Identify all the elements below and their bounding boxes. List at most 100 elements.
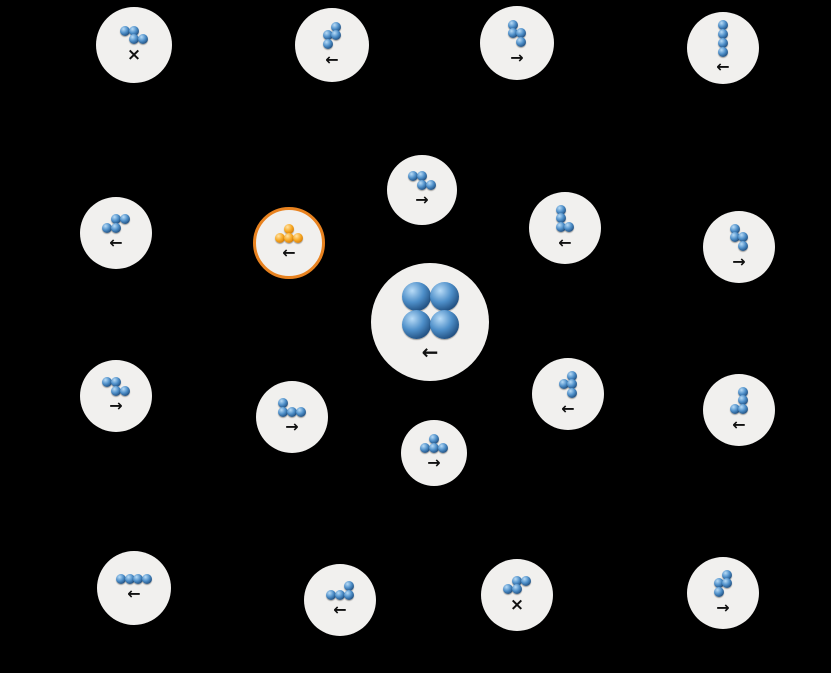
puzzle-node-n16-i[interactable]: ← xyxy=(97,551,171,625)
sphere xyxy=(283,224,294,235)
sphere xyxy=(110,377,121,388)
sphere xyxy=(120,25,131,36)
puzzle-node-n17-l[interactable]: ← xyxy=(304,564,376,636)
piece-shape xyxy=(420,434,448,453)
sphere xyxy=(713,578,724,589)
puzzle-node-n03-z-vertical[interactable]: → xyxy=(480,6,554,80)
sphere xyxy=(420,442,431,453)
piece-shape xyxy=(507,19,527,48)
arrow-right-icon: → xyxy=(427,453,441,473)
puzzle-node-n12-j[interactable]: → xyxy=(256,381,328,453)
sphere xyxy=(738,395,749,406)
sphere xyxy=(429,282,459,311)
sphere xyxy=(275,232,286,243)
sphere xyxy=(738,241,749,252)
puzzle-node-n11-s[interactable]: → xyxy=(80,360,152,432)
sphere xyxy=(401,310,431,339)
arrow-left-icon: ← xyxy=(282,243,296,263)
sphere xyxy=(558,379,569,390)
sphere xyxy=(503,584,514,595)
sphere xyxy=(128,25,139,36)
arrow-right-icon: → xyxy=(109,396,123,416)
puzzle-node-n05-s[interactable]: → xyxy=(387,155,457,225)
sphere xyxy=(738,386,749,397)
puzzle-node-n13-t-vertical[interactable]: ← xyxy=(532,358,604,430)
arrow-right-icon: → xyxy=(285,417,299,437)
sphere xyxy=(507,28,518,39)
puzzle-node-n18-z[interactable]: × xyxy=(481,559,553,631)
sphere xyxy=(110,214,121,225)
sphere xyxy=(555,213,566,224)
sphere xyxy=(278,406,289,417)
sphere xyxy=(416,179,427,190)
arrow-left-icon: ← xyxy=(732,414,746,434)
sphere xyxy=(555,204,566,215)
sphere xyxy=(425,179,436,190)
piece-shape xyxy=(102,377,130,396)
puzzle-node-n10-o[interactable]: ← xyxy=(371,263,489,381)
piece-shape xyxy=(275,224,303,243)
sphere xyxy=(343,589,354,600)
piece-shape xyxy=(558,370,578,399)
sphere xyxy=(401,282,431,311)
sphere xyxy=(278,398,289,409)
sphere xyxy=(567,379,578,390)
arrow-left-icon: ← xyxy=(109,233,123,253)
sphere xyxy=(292,232,303,243)
sphere xyxy=(722,578,733,589)
sphere xyxy=(729,404,740,415)
sphere xyxy=(110,385,121,396)
sphere xyxy=(429,310,459,339)
sphere xyxy=(119,214,130,225)
sphere xyxy=(102,377,113,388)
sphere xyxy=(718,20,728,31)
sphere xyxy=(322,30,333,41)
piece-shape xyxy=(729,223,749,252)
sphere xyxy=(128,34,139,45)
sphere xyxy=(555,222,566,233)
arrow-left-icon: ← xyxy=(325,49,339,69)
sphere xyxy=(334,589,345,600)
sphere xyxy=(718,29,728,40)
arrow-left-icon: ← xyxy=(716,57,730,77)
arrow-left-icon: ← xyxy=(333,600,347,620)
piece-shape xyxy=(102,214,130,233)
piece-shape xyxy=(718,20,728,57)
piece-shape xyxy=(713,569,733,598)
sphere xyxy=(718,37,728,48)
puzzle-node-n15-t[interactable]: → xyxy=(401,420,467,486)
sphere xyxy=(133,573,144,584)
piece-shape xyxy=(401,282,459,339)
sphere xyxy=(416,171,427,182)
puzzle-node-n19-s-vertical[interactable]: → xyxy=(687,557,759,629)
puzzle-node-n08-l-vertical[interactable]: ← xyxy=(529,192,601,264)
puzzle-node-n14-j-vertical[interactable]: ← xyxy=(703,374,775,446)
puzzle-node-n01-s[interactable]: × xyxy=(96,7,172,83)
sphere xyxy=(738,404,749,415)
sphere xyxy=(567,370,578,381)
arrow-left-icon: ← xyxy=(561,398,575,418)
puzzle-node-n02-s-vertical[interactable]: ← xyxy=(295,8,369,82)
sphere xyxy=(408,171,419,182)
sphere xyxy=(507,19,518,30)
puzzle-node-n09-s-vertical[interactable]: → xyxy=(703,211,775,283)
puzzle-node-n04-i-vertical[interactable]: ← xyxy=(687,12,759,84)
sphere xyxy=(567,388,578,399)
sphere xyxy=(110,222,121,233)
piece-shape xyxy=(115,573,153,584)
piece-shape xyxy=(729,386,749,415)
puzzle-node-n06-z[interactable]: ← xyxy=(80,197,152,269)
arrow-left-icon: ← xyxy=(558,232,572,252)
sphere xyxy=(119,385,130,396)
sphere xyxy=(713,587,724,598)
sphere xyxy=(343,581,354,592)
sphere xyxy=(142,573,153,584)
puzzle-node-n07-t[interactable]: ← xyxy=(253,207,325,279)
sphere xyxy=(520,575,531,586)
piece-shape xyxy=(555,204,575,233)
piece-shape xyxy=(408,171,436,190)
sphere xyxy=(722,569,733,580)
sphere xyxy=(718,46,728,57)
sphere xyxy=(729,223,740,234)
arrow-right-icon: → xyxy=(732,251,746,271)
